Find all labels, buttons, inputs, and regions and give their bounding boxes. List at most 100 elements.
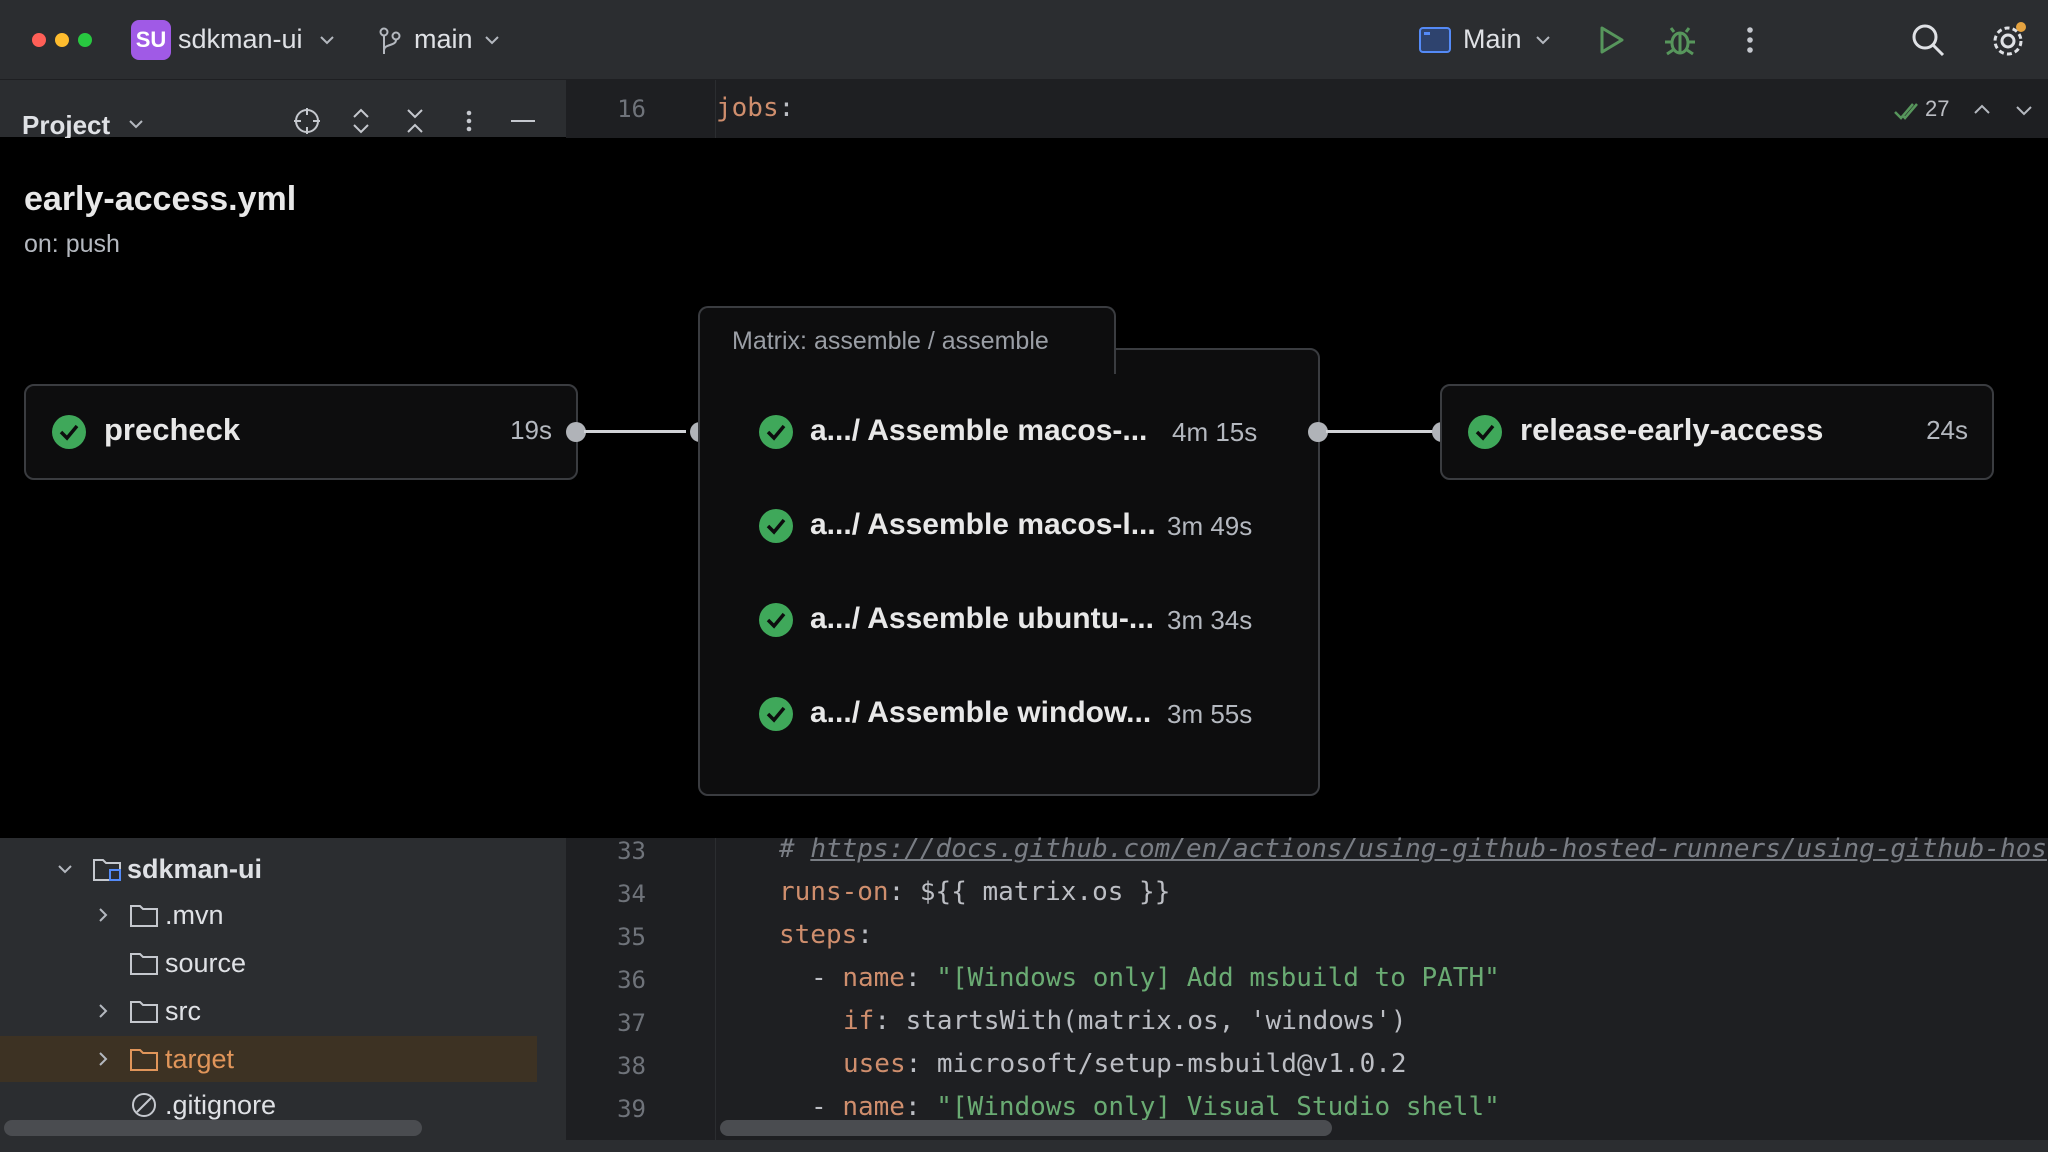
yaml-dash: - [811, 963, 843, 993]
yaml-colon: : [778, 93, 795, 123]
yaml-value: microsoft/setup-msbuild@v1.0.2 [921, 1049, 1407, 1079]
minimize-window-button[interactable] [55, 33, 69, 47]
double-check-icon[interactable] [1893, 98, 1919, 124]
yaml-value: startsWith(matrix.os, 'windows') [889, 1006, 1407, 1036]
yaml-key: uses [843, 1049, 906, 1079]
tree-item-label: sdkman-ui [127, 854, 263, 884]
chevron-right-icon[interactable] [94, 1050, 112, 1068]
line-number: 38 [617, 1052, 646, 1080]
project-tree [0, 838, 566, 1152]
project-tree-scrollbar[interactable] [4, 1120, 422, 1136]
line-number: 37 [617, 1009, 646, 1037]
yaml-value: ${{ matrix.os }} [904, 877, 1171, 907]
workflow-file-name: early-access.yml [24, 180, 297, 218]
inspection-count[interactable]: 27 [1925, 96, 1950, 121]
tree-item-label: .gitignore [165, 1090, 277, 1120]
job-duration: 19s [510, 415, 552, 445]
code-line-clip: - name: "[Windows only] Visual Studio sh… [716, 1088, 2048, 1122]
project-view-selector[interactable]: Project [22, 110, 111, 140]
chevron-down-icon[interactable] [317, 30, 337, 50]
settings-gear-icon[interactable] [1988, 20, 2028, 60]
yaml-string: "[Windows only] Add msbuild to PATH" [936, 963, 1500, 993]
ignored-file-icon [132, 1093, 156, 1117]
status-bar [0, 1140, 2048, 1152]
code-line[interactable]: # https://docs.github.com/en/actions/usi… [779, 834, 2047, 864]
matrix-job-duration: 4m 15s [1172, 417, 1258, 447]
yaml-key: name [842, 1092, 905, 1122]
project-badge[interactable]: SU [131, 20, 171, 60]
close-window-button[interactable] [32, 33, 46, 47]
line-number: 36 [617, 966, 646, 994]
folder-icon [130, 953, 158, 975]
comment-link[interactable]: https://docs.github.com/en/actions/using… [810, 834, 2047, 864]
job-output-port [1308, 422, 1328, 442]
chevron-down-icon[interactable] [56, 860, 74, 878]
search-icon[interactable] [1908, 20, 1948, 60]
folder-icon [130, 905, 158, 927]
chevron-down-icon[interactable] [2012, 98, 2036, 122]
code-editor[interactable] [716, 838, 2048, 1152]
tree-item-mvn[interactable]: .mvn [0, 892, 566, 938]
title-bar: SU sdkman-ui main Main [0, 0, 2048, 80]
matrix-job-name: a.../ Assemble macos-... [810, 414, 1148, 447]
code-line[interactable]: runs-on: ${{ matrix.os }} [779, 877, 1171, 907]
tree-item-label: source [165, 948, 247, 978]
branch-switcher[interactable]: main [414, 24, 473, 54]
editor-header [566, 80, 2048, 138]
workflow-trigger: on: push [24, 230, 120, 258]
matrix-job-name: a.../ Assemble window... [810, 696, 1152, 729]
matrix-label: Matrix: assemble / assemble [732, 327, 1049, 355]
yaml-string: "[Windows only] Visual Studio shell" [936, 1092, 1500, 1122]
locate-file-icon[interactable] [292, 106, 322, 136]
tree-item-src[interactable]: src [0, 988, 566, 1034]
yaml-key: name [842, 963, 905, 993]
run-icon[interactable] [1590, 20, 1630, 60]
editor-horizontal-scrollbar[interactable] [720, 1120, 1332, 1136]
project-switcher[interactable]: sdkman-ui [178, 24, 303, 54]
matrix-job-duration: 3m 55s [1167, 699, 1253, 729]
code-line[interactable]: - name: "[Windows only] Add msbuild to P… [811, 963, 1500, 993]
chevron-down-icon[interactable] [482, 30, 502, 50]
yaml-key: jobs [716, 93, 779, 123]
project-panel-header [0, 80, 566, 137]
tree-item-gitignore[interactable]: .gitignore [0, 1084, 566, 1124]
chevron-down-icon[interactable] [1533, 30, 1553, 50]
git-branch-icon[interactable] [376, 26, 404, 56]
tree-item-target[interactable]: target [0, 1036, 537, 1082]
debug-icon[interactable] [1660, 20, 1700, 60]
matrix-job-name: a.../ Assemble ubuntu-... [810, 602, 1154, 635]
code-line-jobs[interactable]: jobs: [716, 93, 794, 123]
chevron-up-icon[interactable] [1970, 98, 1994, 122]
tree-item-root[interactable]: sdkman-ui [0, 846, 566, 892]
job-connector [1326, 430, 1442, 433]
job-card-precheck[interactable]: precheck 19s [24, 384, 578, 480]
run-configuration-icon[interactable] [1418, 26, 1452, 54]
zoom-window-button[interactable] [78, 33, 92, 47]
code-line[interactable]: uses: microsoft/setup-msbuild@v1.0.2 [843, 1049, 1407, 1079]
chevron-right-icon[interactable] [94, 1002, 112, 1020]
more-options-icon[interactable] [454, 106, 484, 136]
success-check-icon [1468, 415, 1502, 449]
yaml-key: steps [779, 920, 858, 950]
code-line[interactable]: - name: "[Windows only] Visual Studio sh… [811, 1092, 1500, 1122]
more-options-icon[interactable] [1730, 20, 1770, 60]
expand-all-icon[interactable] [346, 106, 376, 136]
success-check-icon [759, 509, 793, 543]
code-line[interactable]: steps: [779, 920, 873, 950]
run-configuration-selector[interactable]: Main [1463, 24, 1522, 54]
job-card-release-early-access[interactable]: release-early-access 24s [1440, 384, 1994, 480]
tree-item-label: target [165, 1044, 235, 1074]
hide-panel-icon[interactable] [508, 106, 538, 136]
chevron-right-icon[interactable] [94, 906, 112, 924]
tree-item-label: src [165, 996, 201, 1026]
folder-icon [130, 1001, 158, 1023]
success-check-icon [759, 415, 793, 449]
editor-gutter-top [566, 80, 716, 138]
chevron-down-icon[interactable] [126, 114, 146, 134]
collapse-all-icon[interactable] [400, 106, 430, 136]
editor-gutter [566, 838, 716, 1152]
tree-item-source[interactable]: source [0, 940, 566, 986]
code-line[interactable]: if: startsWith(matrix.os, 'windows') [843, 1006, 1407, 1036]
success-check-icon [759, 603, 793, 637]
yaml-key: if [843, 1006, 875, 1036]
